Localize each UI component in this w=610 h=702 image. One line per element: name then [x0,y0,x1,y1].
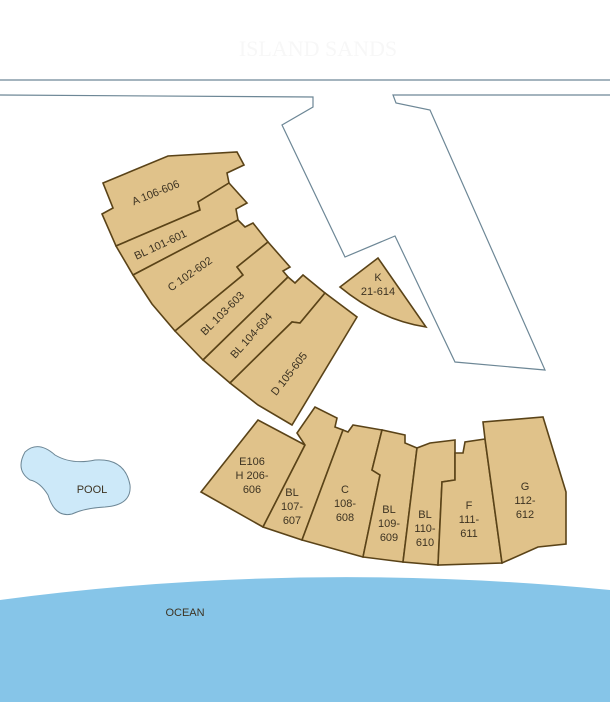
ocean-label: OCEAN [165,607,204,619]
building-label: E106 [239,456,265,468]
building-label: 112- [514,495,536,507]
pool [20,446,131,516]
building-bl109[interactable]: BL 109- 609 [362,429,418,563]
building-label: 107- [281,501,303,513]
building-label: BL [418,509,431,521]
building-k[interactable]: K 21-614 [338,256,428,329]
building-label: K [374,272,382,284]
building-label: BL [382,504,395,516]
building-label: 607 [283,515,301,527]
building-label: G [521,481,530,493]
pool-label: POOL [77,484,108,496]
watermark-logo: ISLAND SANDS [239,36,397,61]
building-label: 21-614 [361,286,395,298]
building-label: 608 [336,512,354,524]
building-label: 610 [416,537,434,549]
building-a[interactable]: A 106-606 [100,151,246,248]
building-g[interactable]: G 112- 612 [482,416,567,565]
building-label: 108- [334,498,356,510]
building-label: 110- [414,523,436,535]
building-label: 111- [459,514,480,526]
building-f[interactable]: F 111- 611 [437,438,503,566]
parking-outline [0,94,610,371]
building-label: 612 [516,509,534,521]
building-label: BL [285,487,298,499]
building-label: 611 [460,528,478,540]
building-label: H 206- [235,470,268,482]
building-label: 606 [243,484,261,496]
building-d[interactable]: D 105-605 [228,291,359,427]
building-label: F [466,500,473,512]
ocean [0,577,610,702]
building-label: 609 [380,532,398,544]
building-label: C [341,484,349,496]
building-label: 109- [378,518,400,530]
